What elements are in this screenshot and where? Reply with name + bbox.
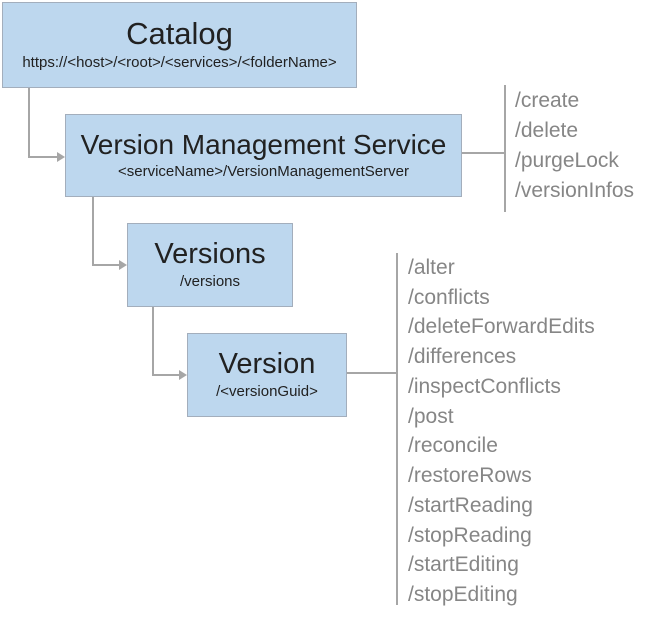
version-subtitle: /<versionGuid>	[216, 382, 318, 400]
service-operations-list: /create/delete/purgeLock/versionInfos	[515, 86, 634, 206]
operation-item: /versionInfos	[515, 179, 635, 202]
catalog-node: Catalog https://<host>/<root>/<services>…	[2, 2, 357, 88]
connector-catalog-to-service-horizontal	[28, 156, 57, 158]
service-operations-bracket-line	[504, 85, 506, 212]
version-management-service-node: Version Management Service <serviceName>…	[65, 114, 462, 197]
connector-catalog-to-service-vertical	[28, 88, 30, 157]
operation-item: /restoreRows	[408, 464, 532, 488]
operation-item: /alter	[408, 255, 455, 279]
arrow-right-icon	[119, 260, 127, 270]
version-management-service-title: Version Management Service	[80, 129, 447, 161]
operation-item: /deleteForwardEdits	[408, 315, 595, 339]
operation-item: /purgeLock	[515, 149, 619, 172]
operation-item: /differences	[408, 345, 517, 369]
service-operations-connector	[462, 152, 504, 154]
connector-service-to-versions-horizontal	[92, 264, 119, 266]
version-operations-connector	[347, 372, 396, 374]
version-management-service-subtitle: <serviceName>/VersionManagementServer	[118, 162, 409, 180]
operation-item: /stopEditing	[408, 583, 518, 607]
arrow-right-icon	[179, 370, 187, 380]
catalog-title: Catalog	[126, 16, 233, 52]
operation-item: /create	[515, 89, 580, 112]
version-title: Version	[218, 348, 316, 381]
connector-service-to-versions-vertical	[92, 197, 94, 266]
operation-item: /stopReading	[408, 523, 532, 547]
version-operations-bracket-line	[396, 253, 398, 605]
operation-item: /delete	[515, 119, 579, 142]
versions-title: Versions	[154, 238, 266, 271]
versions-subtitle: /versions	[179, 272, 241, 290]
arrow-right-icon	[57, 152, 65, 162]
operation-item: /conflicts	[408, 285, 490, 309]
operation-item: /inspectConflicts	[408, 374, 561, 398]
operation-item: /post	[408, 404, 454, 428]
operation-item: /startEditing	[408, 553, 519, 577]
connector-versions-to-version-horizontal	[152, 374, 179, 376]
version-operations-list: /alter/conflicts/deleteForwardEdits/diff…	[408, 253, 595, 610]
catalog-subtitle: https://<host>/<root>/<services>/<folder…	[22, 53, 337, 71]
operation-item: /reconcile	[408, 434, 498, 458]
operation-item: /startReading	[408, 493, 533, 517]
version-node: Version /<versionGuid>	[187, 333, 347, 417]
versions-node: Versions /versions	[127, 223, 293, 307]
connector-versions-to-version-vertical	[152, 307, 154, 376]
